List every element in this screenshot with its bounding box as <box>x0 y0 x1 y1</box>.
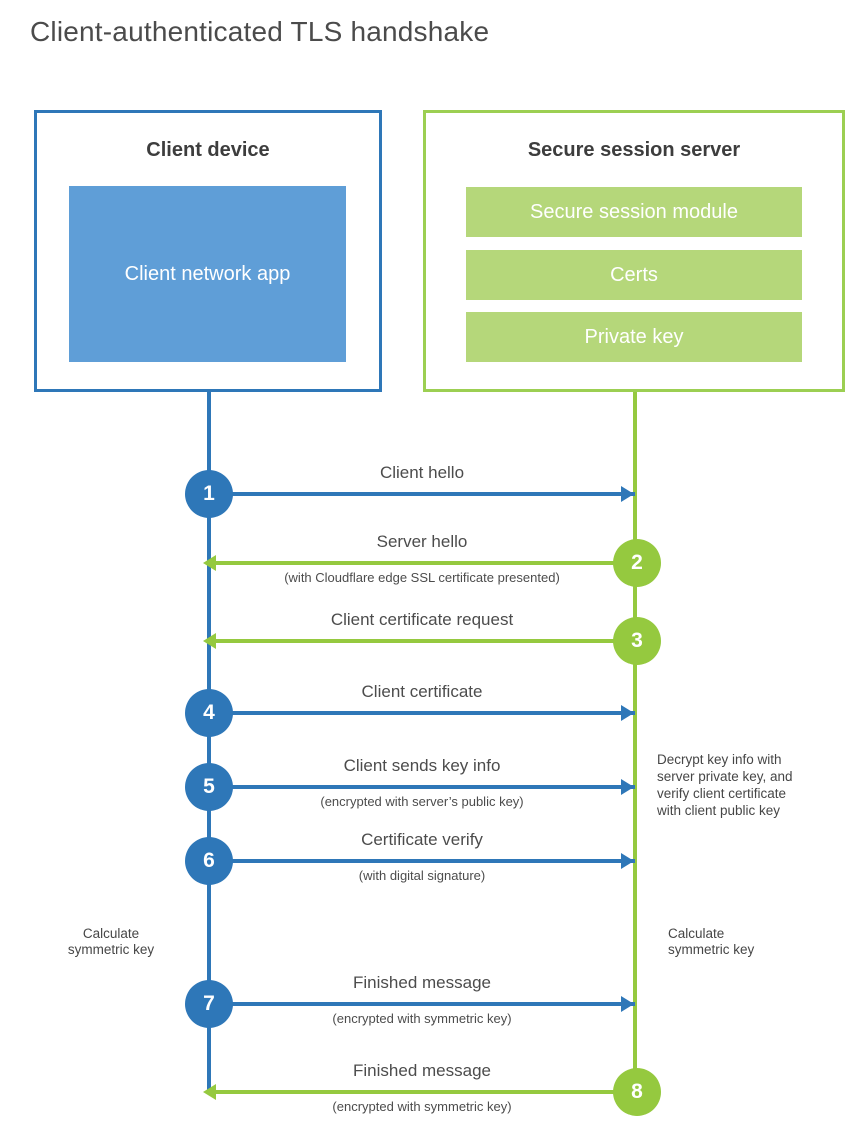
arrow-left <box>209 1090 635 1094</box>
arrow-right <box>209 1002 635 1006</box>
step-5-sublabel: (encrypted with server’s public key) <box>320 794 524 809</box>
step-3-label: Client certificate request <box>330 610 514 629</box>
note-calculate-symmetric-key-client: Calculate symmetric key <box>67 926 155 957</box>
step-7-marker: 7 <box>185 980 233 1028</box>
step-3-marker: 3 <box>613 617 661 665</box>
arrow-right <box>209 859 635 863</box>
arrowhead-left-icon <box>203 633 216 649</box>
note-decrypt-key-info: Decrypt key info with server private key… <box>657 752 793 818</box>
step-6-certificate-verify: 6 Certificate verify (with digital signa… <box>185 830 635 885</box>
note-calculate-symmetric-key-server: Calculate symmetric key <box>668 926 755 957</box>
step-5-client-sends-key-info: 5 Client sends key info (encrypted with … <box>185 756 635 811</box>
client-device-title: Client device <box>146 139 270 161</box>
step-7-finished-message: 7 Finished message (encrypted with symme… <box>185 973 635 1028</box>
arrowhead-right-icon <box>621 486 634 502</box>
secure-session-server-title: Secure session server <box>527 139 741 161</box>
server-lifeline <box>633 392 637 1092</box>
arrowhead-right-icon <box>621 853 634 869</box>
step-6-sublabel: (with digital signature) <box>358 868 486 883</box>
step-1-label: Client hello <box>379 463 465 482</box>
step-4-label: Client certificate <box>361 682 483 701</box>
step-2-marker: 2 <box>613 539 661 587</box>
step-1-marker: 1 <box>185 470 233 518</box>
arrow-left <box>209 561 635 565</box>
step-8-label: Finished message <box>353 1061 491 1080</box>
client-network-app-label: Client network app <box>124 262 291 285</box>
server-module-certs: Certs <box>466 250 802 300</box>
arrowhead-right-icon <box>621 779 634 795</box>
step-2-sublabel: (with Cloudflare edge SSL certificate pr… <box>284 570 560 585</box>
client-network-app-box: Client network app <box>69 186 346 362</box>
arrowhead-left-icon <box>203 1084 216 1100</box>
arrow-right <box>209 492 635 496</box>
page-title: Client-authenticated TLS handshake <box>30 16 490 47</box>
step-6-marker: 6 <box>185 837 233 885</box>
client-lifeline <box>207 392 211 1094</box>
server-module-secure-session-module: Secure session module <box>466 187 802 237</box>
step-4-client-certificate: 4 Client certificate <box>185 682 635 737</box>
arrowhead-left-icon <box>203 555 216 571</box>
arrowhead-right-icon <box>621 705 634 721</box>
step-5-label: Client sends key info <box>343 756 501 775</box>
step-7-sublabel: (encrypted with symmetric key) <box>332 1011 512 1026</box>
step-8-sublabel: (encrypted with symmetric key) <box>332 1099 512 1114</box>
step-3-client-certificate-request: 3 Client certificate request <box>203 610 661 665</box>
step-6-label: Certificate verify <box>361 830 483 849</box>
step-1-client-hello: 1 Client hello <box>185 463 635 518</box>
arrow-right <box>209 711 635 715</box>
step-2-label: Server hello <box>376 532 468 551</box>
step-8-marker: 8 <box>613 1068 661 1116</box>
step-7-label: Finished message <box>353 973 491 992</box>
arrow-right <box>209 785 635 789</box>
step-4-marker: 4 <box>185 689 233 737</box>
server-module-private-key: Private key <box>466 312 802 362</box>
step-8-finished-message: 8 Finished message (encrypted with symme… <box>203 1061 661 1116</box>
step-2-server-hello: 2 Server hello (with Cloudflare edge SSL… <box>203 532 661 587</box>
step-5-marker: 5 <box>185 763 233 811</box>
arrow-left <box>209 639 635 643</box>
arrowhead-right-icon <box>621 996 634 1012</box>
